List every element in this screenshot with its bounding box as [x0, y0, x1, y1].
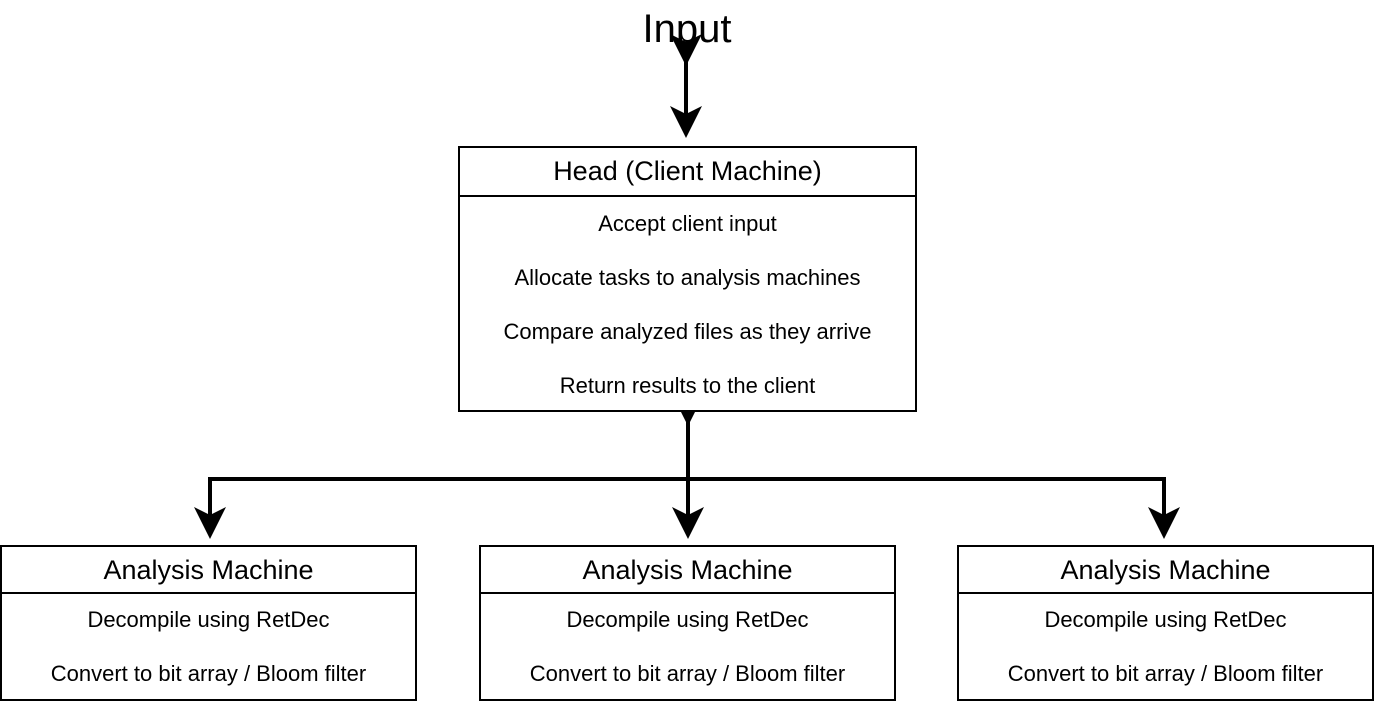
analysis-box-tasks: Decompile using RetDec Convert to bit ar…: [2, 594, 415, 708]
analysis-box-tasks: Decompile using RetDec Convert to bit ar…: [959, 594, 1372, 708]
head-task: Return results to the client: [559, 373, 816, 398]
analysis-task: Convert to bit array / Bloom filter: [50, 661, 367, 686]
analysis-task: Decompile using RetDec: [566, 607, 809, 632]
input-label: Input: [642, 7, 732, 51]
head-client-machine-box: Head (Client Machine) Accept client inpu…: [458, 146, 917, 412]
analysis-machine-box-1: Analysis Machine Decompile using RetDec …: [0, 545, 417, 701]
analysis-machine-box-2: Analysis Machine Decompile using RetDec …: [479, 545, 896, 701]
analysis-box-title: Analysis Machine: [481, 547, 894, 594]
head-task: Compare analyzed files as they arrive: [503, 319, 872, 344]
analysis-machine-box-3: Analysis Machine Decompile using RetDec …: [957, 545, 1374, 701]
analysis-task: Decompile using RetDec: [87, 607, 330, 632]
analysis-task: Convert to bit array / Bloom filter: [529, 661, 846, 686]
head-box-title: Head (Client Machine): [460, 148, 915, 197]
analysis-box-tasks: Decompile using RetDec Convert to bit ar…: [481, 594, 894, 708]
analysis-task: Convert to bit array / Bloom filter: [1007, 661, 1324, 686]
analysis-box-title: Analysis Machine: [2, 547, 415, 594]
head-task: Accept client input: [598, 211, 777, 236]
head-box-tasks: Accept client input Allocate tasks to an…: [460, 197, 915, 422]
analysis-task: Decompile using RetDec: [1044, 607, 1287, 632]
head-task: Allocate tasks to analysis machines: [514, 265, 861, 290]
analysis-box-title: Analysis Machine: [959, 547, 1372, 594]
